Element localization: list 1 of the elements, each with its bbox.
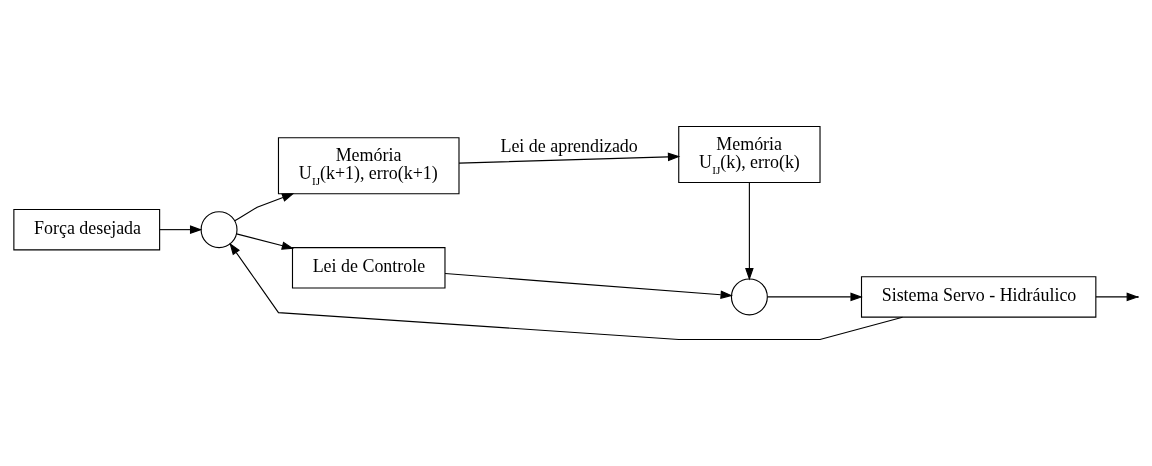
edge-label: Lei de aprendizado: [500, 136, 638, 157]
